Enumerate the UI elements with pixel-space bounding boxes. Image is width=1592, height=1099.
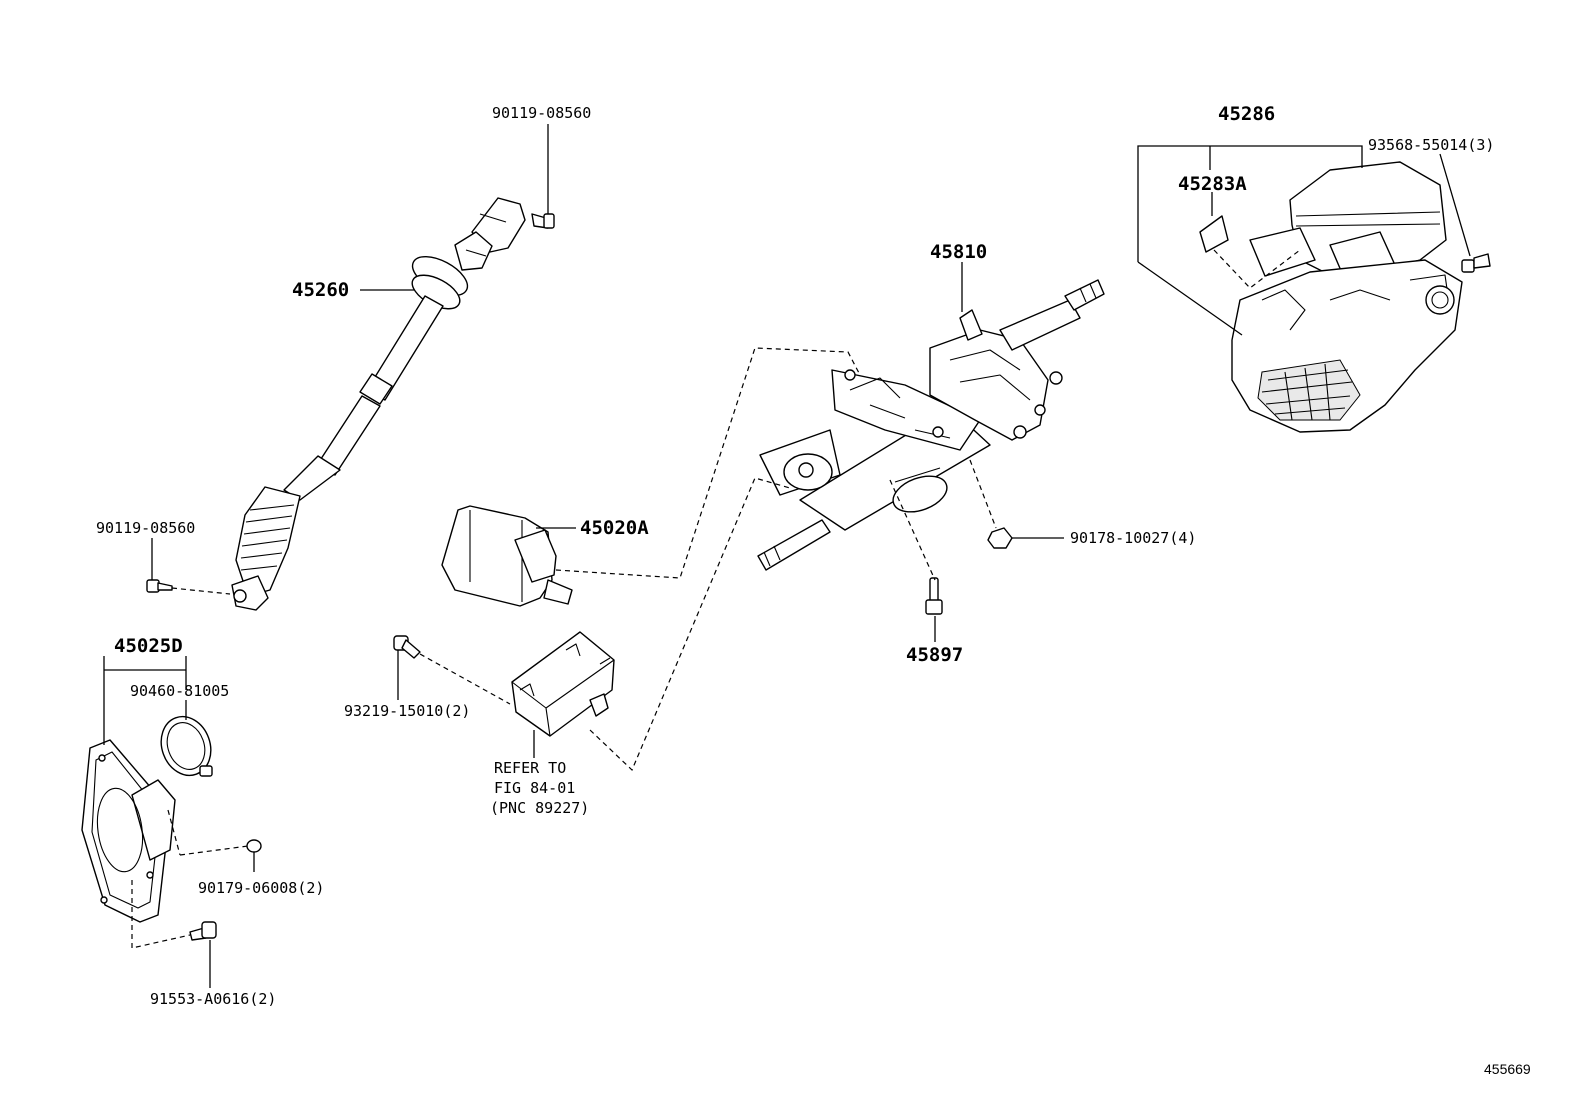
label-93568-55014: 93568-55014(3) bbox=[1368, 136, 1494, 154]
leader-lines bbox=[103, 124, 1471, 988]
label-45025d: 45025D bbox=[114, 635, 183, 657]
column-cover-part[interactable] bbox=[1231, 161, 1463, 433]
label-refer-line2: FIG 84-01 bbox=[494, 779, 575, 797]
label-refer-line3: (PNC 89227) bbox=[490, 799, 589, 817]
label-refer-line1: REFER TO bbox=[494, 759, 566, 777]
bolt-icon[interactable] bbox=[1461, 253, 1491, 273]
label-45260: 45260 bbox=[292, 279, 349, 301]
label-90179-06008: 90179-06008(2) bbox=[198, 879, 324, 897]
label-90460-81005: 90460-81005 bbox=[130, 682, 229, 700]
nut-icon[interactable] bbox=[246, 839, 262, 853]
column-hole-cover-part[interactable] bbox=[81, 739, 176, 923]
intermediate-shaft-part[interactable] bbox=[231, 197, 526, 611]
bolt-icon[interactable] bbox=[146, 579, 173, 593]
steering-lock-part[interactable] bbox=[441, 505, 573, 607]
label-90119-08560-top: 90119-08560 bbox=[492, 104, 591, 122]
label-90119-08560-left: 90119-08560 bbox=[96, 519, 195, 537]
part-number-labels: 90119-08560 45260 90119-08560 45020A 450… bbox=[96, 103, 1531, 1077]
clamp-icon[interactable] bbox=[153, 710, 219, 783]
label-45810: 45810 bbox=[930, 241, 987, 263]
bolt-icon[interactable] bbox=[393, 635, 421, 659]
nut-icon[interactable] bbox=[987, 527, 1013, 549]
steering-column-part[interactable] bbox=[757, 279, 1105, 571]
label-45897: 45897 bbox=[906, 644, 963, 666]
diagram-id: 455669 bbox=[1484, 1061, 1531, 1077]
label-45286: 45286 bbox=[1218, 103, 1275, 125]
label-45283a: 45283A bbox=[1178, 173, 1247, 195]
label-93219-15010: 93219-15010(2) bbox=[344, 702, 470, 720]
bolt-icon[interactable] bbox=[925, 577, 943, 615]
label-45020a: 45020A bbox=[580, 517, 649, 539]
caution-label-part[interactable] bbox=[1199, 215, 1229, 253]
bolt-icon[interactable] bbox=[531, 213, 555, 229]
ecu-module-part[interactable] bbox=[511, 631, 615, 737]
label-91553-a0616: 91553-A0616(2) bbox=[150, 990, 276, 1008]
label-90178-10027: 90178-10027(4) bbox=[1070, 529, 1196, 547]
bolt-icon[interactable] bbox=[189, 921, 217, 941]
